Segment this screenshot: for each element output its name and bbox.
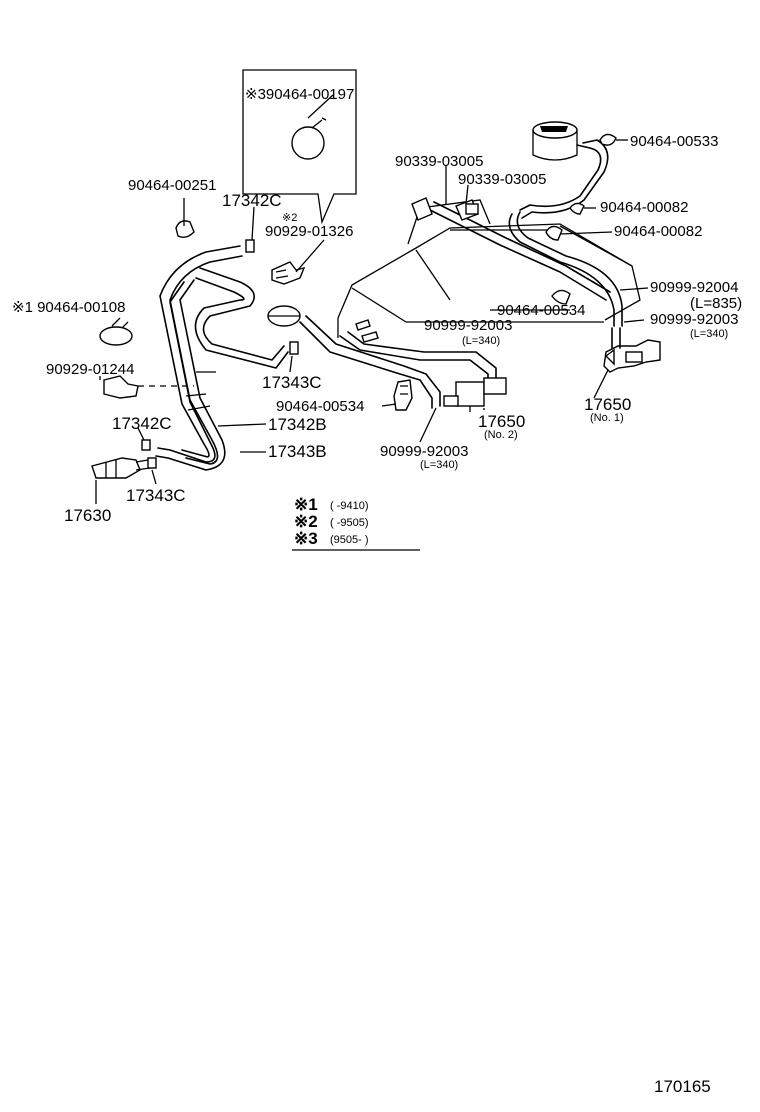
label-90464-00533: 90464-00533 [630,133,718,150]
label-l835: (L=835) [690,295,742,312]
cap-90464-00108 [99,326,133,346]
clamp-17342c-left [141,439,151,451]
legend-range-3: (9505- ) [330,534,369,546]
legend-range-1: ( -9410) [330,500,369,512]
label-17630: 17630 [64,506,111,525]
clamp-90464-00533 [599,133,617,146]
bracket-90929-01244 [103,375,139,399]
label-90999-92003-right: 90999-92003 [650,311,738,328]
label-90464-00251: 90464-00251 [128,177,216,194]
label-90999-92003-lower: 90999-92003 [380,443,468,460]
bracket-90464-00534 [393,379,413,411]
clamp-17343c-lower [147,457,157,469]
label-mark-2: ※2 [282,212,297,224]
label-no1: (No. 1) [590,412,624,424]
label-17343c-mid: 17343C [262,373,322,392]
label-l340-lower: (L=340) [420,459,458,471]
label-90464-00082-a: 90464-00082 [600,199,688,216]
label-90999-92004: 90999-92004 [650,279,738,296]
charcoal-canister [337,199,641,338]
figure-number: 170165 [654,1077,711,1096]
label-17342c-top: 17342C [222,191,282,210]
label-90464-00534-right: 90464-00534 [497,302,585,319]
legend-mark-2: ※2 [294,512,318,531]
clamp-90464-00251 [175,220,195,239]
legend-mark-1: ※1 [294,495,318,514]
label-17343c-lower: 17343C [126,486,186,505]
label-17342b: 17342B [268,415,327,434]
inset-part-label: ※390464-00197 [245,86,354,103]
inset-cap [291,126,325,160]
legend-range-2: ( -9505) [330,517,369,529]
label-90464-00082-b: 90464-00082 [614,223,702,240]
label-17343b: 17343B [268,442,327,461]
legend: ※1 ( -9410) ※2 ( -9505) ※3 (9505- ) [292,495,420,551]
label-90339-03005-b: 90339-03005 [458,171,546,188]
clamp-90464-00082-a [569,202,585,215]
vacuum-tank [532,121,578,161]
label-90464-00108: ※1 90464-00108 [12,299,126,316]
label-90464-00534-lower: 90464-00534 [276,398,364,415]
label-17342c-left: 17342C [112,414,172,433]
vsv-no2 [443,377,507,412]
label-l340-mid: (L=340) [462,335,500,347]
sensor-17630 [91,457,151,479]
label-17650-no1: 17650 [584,395,631,414]
bracket-90929-01326 [271,261,306,285]
vsv-no1 [603,339,661,373]
label-17650-no2: 17650 [478,412,525,431]
clamp-17342c-top [245,239,255,253]
label-l340-right: (L=340) [690,328,728,340]
label-no2: (No. 2) [484,429,518,441]
label-90929-01326: 90929-01326 [265,223,353,240]
legend-mark-3: ※3 [294,529,318,548]
inset-box: ※390464-00197 [242,69,357,225]
label-90929-01244: 90929-01244 [46,361,134,378]
label-90999-92003-mid: 90999-92003 [424,317,512,334]
clamp-90464-00082-b [545,225,563,241]
label-90339-03005-a: 90339-03005 [395,153,483,170]
